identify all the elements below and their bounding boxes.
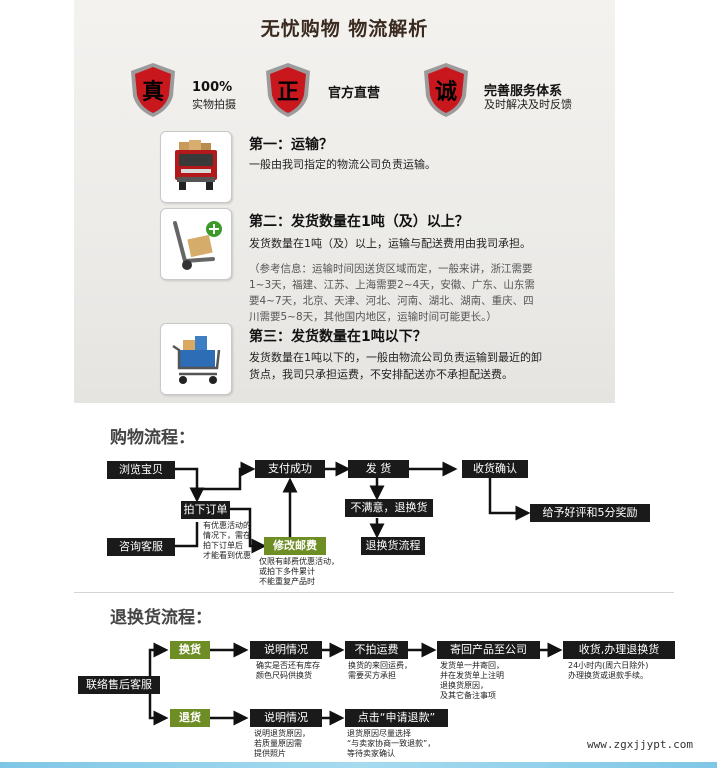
process-exchange-note: 24小时内(周六日除外) 办理换货或退款手续。: [568, 661, 648, 681]
panel-title: 无忧购物 物流解析: [260, 18, 429, 40]
note-line: 才能看到优惠: [203, 551, 251, 560]
contact-after-sales-step: 联络售后客服: [78, 676, 160, 694]
modify-postage-note: 仅限有邮费优惠活动， 或拍下多件累计 不能重复产品时: [259, 557, 339, 587]
confirm-receipt-step: 收货确认: [462, 460, 528, 478]
watermark-url: www.zgxjjypt.com: [587, 738, 693, 751]
shield-icon-zheng: 正: [266, 63, 310, 117]
return-flow-step: 退换货流程: [361, 537, 425, 555]
section-3-title: 第三：发货数量在1吨以下？: [249, 329, 427, 345]
exchange-step: 换货: [170, 641, 210, 659]
badge-1-main: 100%: [192, 80, 233, 95]
hand-cart-card: [160, 208, 232, 280]
shopping-cart-card: [160, 323, 232, 395]
truck-card: [160, 131, 232, 203]
no-shipping-fee-note: 换货的来回运费， 需要买方承担: [348, 661, 412, 681]
truck-icon: [175, 140, 217, 190]
section-2-body: 发货数量在1吨（及）以上，运输与配送费用由我司承担。: [249, 237, 531, 250]
badge-char: 真: [142, 79, 164, 105]
note-line: 等待卖家确认: [347, 749, 395, 758]
badge-1-sub: 实物拍摄: [192, 98, 236, 111]
process-exchange-step: 收货,办理退换货: [563, 641, 675, 659]
bottom-bar: [0, 762, 717, 768]
section-1-body: 一般由我司指定的物流公司负责运输。: [249, 158, 436, 171]
note-line: 要4~7天，北京、天津、河北、河南、湖北、湖南、重庆、四: [249, 295, 534, 307]
note-line: 需要买方承担: [348, 671, 396, 680]
note-line: 若质量原因需: [254, 739, 302, 748]
note-line: 发货单一并寄回，: [440, 661, 504, 670]
note-line: 提供照片: [254, 749, 286, 758]
badge-3-main: 完善服务体系: [484, 84, 563, 99]
note-line: 不能重复产品时: [259, 577, 315, 586]
explain-exchange-step: 说明情况: [250, 641, 322, 659]
badge-char: 诚: [435, 80, 457, 105]
shopping-flow-header: 购物流程：: [110, 428, 195, 448]
note-line: 有优惠活动的: [203, 521, 251, 530]
section-3-body: 发货数量在1吨以下的，一般由物流公司负责运输到最近的卸 货点，我司只承担运费，不…: [249, 349, 542, 383]
place-order-note: 有优惠活动的 情况下，需在 拍下订单后 才能看到优惠: [203, 521, 251, 561]
explain-refund-step: 说明情况: [250, 709, 322, 727]
badge-2-main: 官方直营: [328, 86, 381, 101]
section-2-note: （参考信息：运输时间因送货区域而定，一般来讲，浙江需要 1~3天，福建、江苏、上…: [249, 261, 609, 325]
note-line: （参考信息：运输时间因送货区域而定，一般来讲，浙江需要: [249, 263, 533, 275]
browse-items-step: 浏览宝贝: [107, 461, 175, 479]
modify-postage-step: 修改邮费: [264, 537, 326, 555]
section-1-title: 第一：运输？: [249, 137, 333, 153]
note-line: 情况下，需在: [203, 531, 251, 540]
hand-cart-icon: [173, 221, 222, 270]
badge-char: 正: [277, 80, 299, 105]
note-line: 办理换货或退款手续。: [568, 671, 648, 680]
send-back-note: 发货单一并寄回， 并在发货单上注明 退换货原因， 及其它备注事项: [440, 661, 504, 701]
payment-success-step: 支付成功: [255, 460, 325, 478]
note-line: 退换货原因，: [440, 681, 488, 690]
note-line: 或拍下多件累计: [259, 567, 315, 576]
explain-exchange-note: 确实是否还有库存 颜色尺码供换货: [256, 661, 320, 681]
no-shipping-fee-step: 不拍运费: [345, 641, 408, 659]
note-line: 换货的来回运费，: [348, 661, 412, 670]
note-line: “与卖家协商一致退款”，: [347, 739, 436, 748]
ship-step: 发 货: [348, 460, 409, 478]
note-line: 1~3天，福建、江苏、上海需要2~4天，安徽、广东、山东需: [249, 279, 535, 291]
section-2-title: 第二：发货数量在1吨（及）以上？: [249, 214, 469, 230]
logistics-panel: 无忧购物 物流解析 真 100% 实物拍摄 正 官方直营 诚 完善服务体系 及时…: [74, 0, 615, 403]
place-order-step: 拍下订单: [181, 501, 230, 519]
consult-service-step: 咨询客服: [107, 538, 175, 556]
note-line: 仅限有邮费优惠活动，: [259, 557, 339, 566]
unsatisfied-return-step: 不满意，退换货: [345, 499, 433, 517]
note-line: 退货原因尽量选择: [347, 729, 411, 738]
note-line: 说明退货原因，: [254, 729, 310, 738]
explain-refund-note: 说明退货原因， 若质量原因需 提供照片: [254, 729, 310, 759]
shopping-cart-icon: [172, 336, 221, 384]
refund-step: 退货: [170, 709, 210, 727]
note-line: 24小时内(周六日除外): [568, 661, 649, 670]
note-line: 并在发货单上注明: [440, 671, 504, 680]
note-line: 确实是否还有库存: [256, 661, 320, 670]
send-back-step: 寄回产品至公司: [437, 641, 540, 659]
body-line: 货点，我司只承担运费，不安排配送亦不承担配送费。: [249, 368, 513, 381]
apply-refund-note: 退货原因尽量选择 “与卖家协商一致退款”， 等待卖家确认: [347, 729, 435, 759]
positive-review-step: 给予好评和5分奖励: [530, 504, 650, 522]
section-divider: [74, 592, 674, 593]
returns-flow-header: 退换货流程：: [110, 608, 212, 628]
apply-refund-step: 点击“申请退款”: [345, 709, 448, 727]
body-line: 发货数量在1吨以下的，一般由物流公司负责运输到最近的卸: [249, 351, 542, 364]
note-line: 及其它备注事项: [440, 691, 496, 700]
shield-icon-zhen: 真: [131, 63, 175, 117]
note-line: 拍下订单后: [203, 541, 243, 550]
shield-icon-cheng: 诚: [424, 63, 468, 117]
badge-3-sub: 及时解决及时反馈: [484, 98, 572, 111]
note-line: 颜色尺码供换货: [256, 671, 312, 680]
note-line: 川需要5~8天，其他国内地区，运输时间可能更长。）: [249, 311, 497, 323]
